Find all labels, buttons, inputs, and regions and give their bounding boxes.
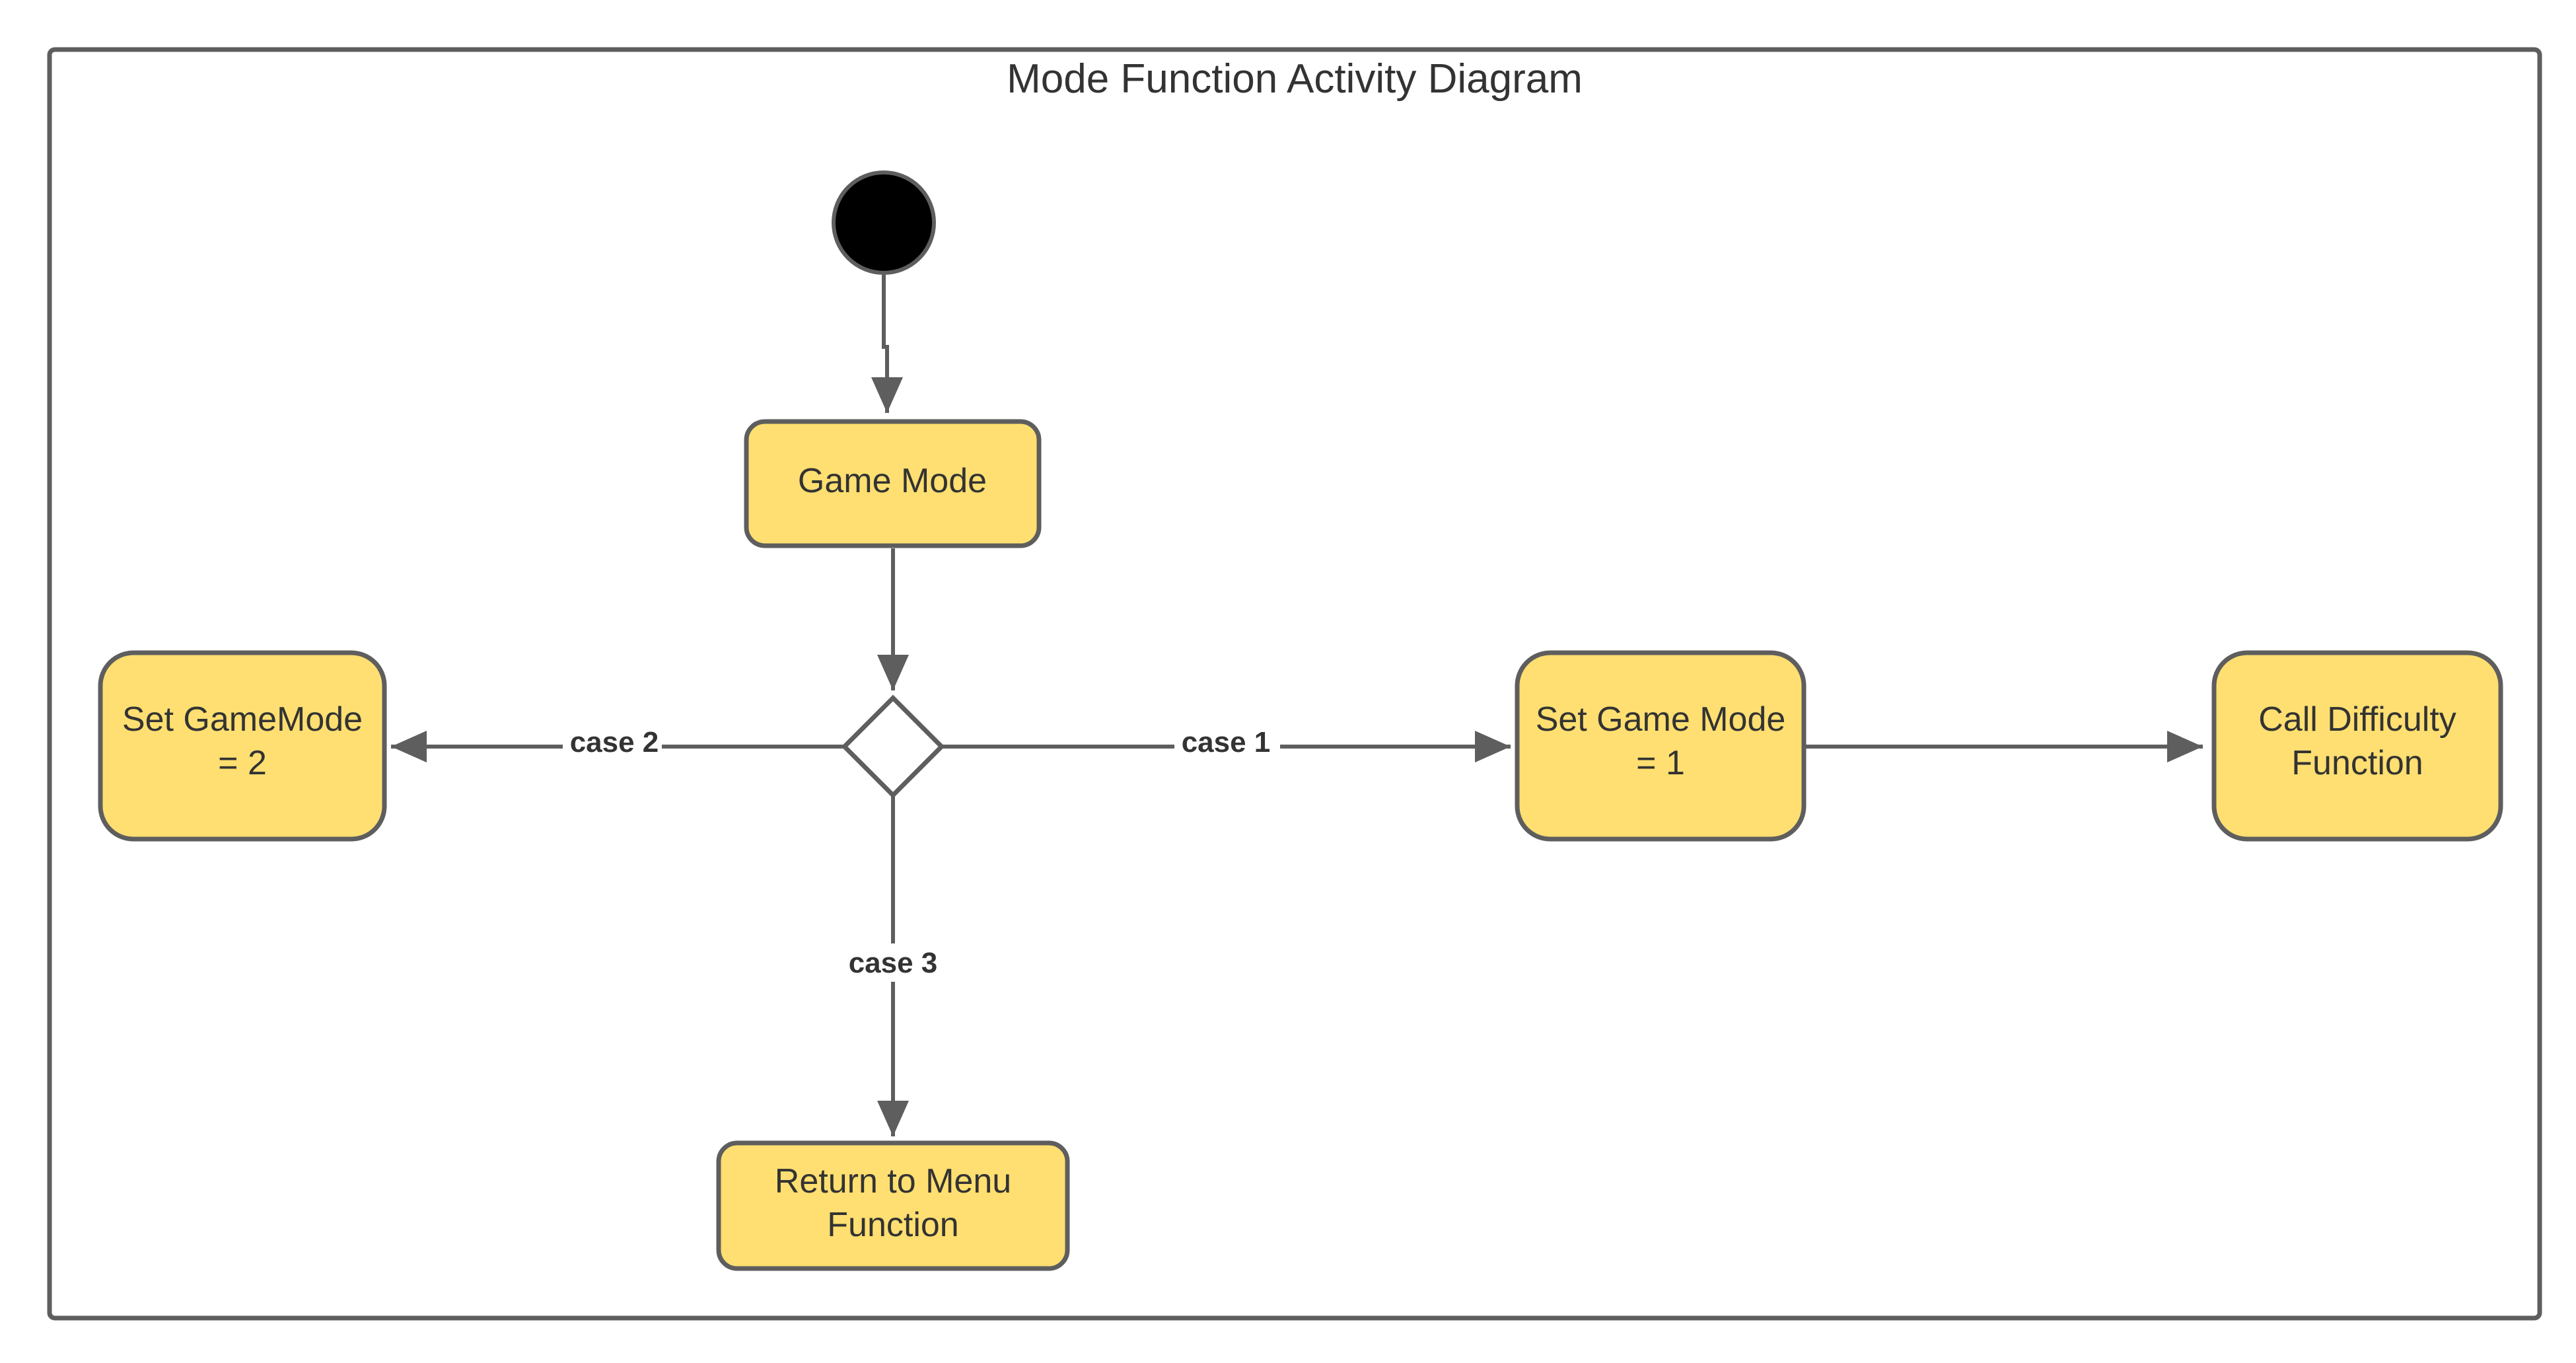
- diagram-title: Mode Function Activity Diagram: [1007, 56, 1583, 102]
- action-return-to-menu-function: Return to Menu Function: [716, 1140, 1070, 1271]
- action-call-difficulty-function: Call Difficulty Function: [2211, 650, 2503, 842]
- action-return-menu-line-1: Return to Menu: [775, 1162, 1011, 1200]
- diagram-frame: [47, 47, 2542, 1321]
- decision-node: [841, 694, 945, 799]
- action-set-game-mode-1-line-2: = 1: [1636, 744, 1685, 782]
- action-call-difficulty-line-2: Function: [2291, 744, 2423, 782]
- action-set-game-mode-1-line-1: Set Game Mode: [1536, 700, 1786, 739]
- action-call-difficulty-line-1: Call Difficulty: [2258, 700, 2456, 739]
- action-return-menu-line-2: Function: [827, 1206, 958, 1244]
- edge-label-case-1: case 1: [1182, 726, 1271, 758]
- edge-initial-to-game-mode: [871, 274, 903, 413]
- edge-label-case-2: case 2: [570, 726, 659, 758]
- action-game-mode: Game Mode: [744, 419, 1042, 548]
- edges: [391, 274, 2203, 1136]
- action-set-gamemode-2: Set GameMode = 2: [98, 650, 387, 842]
- edge-label-case-3: case 3: [849, 947, 938, 979]
- action-set-game-mode-1: Set Game Mode = 1: [1515, 650, 1807, 842]
- action-set-gamemode-2-line-2: = 2: [218, 744, 267, 782]
- action-set-gamemode-2-line-1: Set GameMode: [122, 700, 363, 739]
- action-game-mode-label: Game Mode: [798, 462, 987, 500]
- initial-node: [832, 170, 936, 275]
